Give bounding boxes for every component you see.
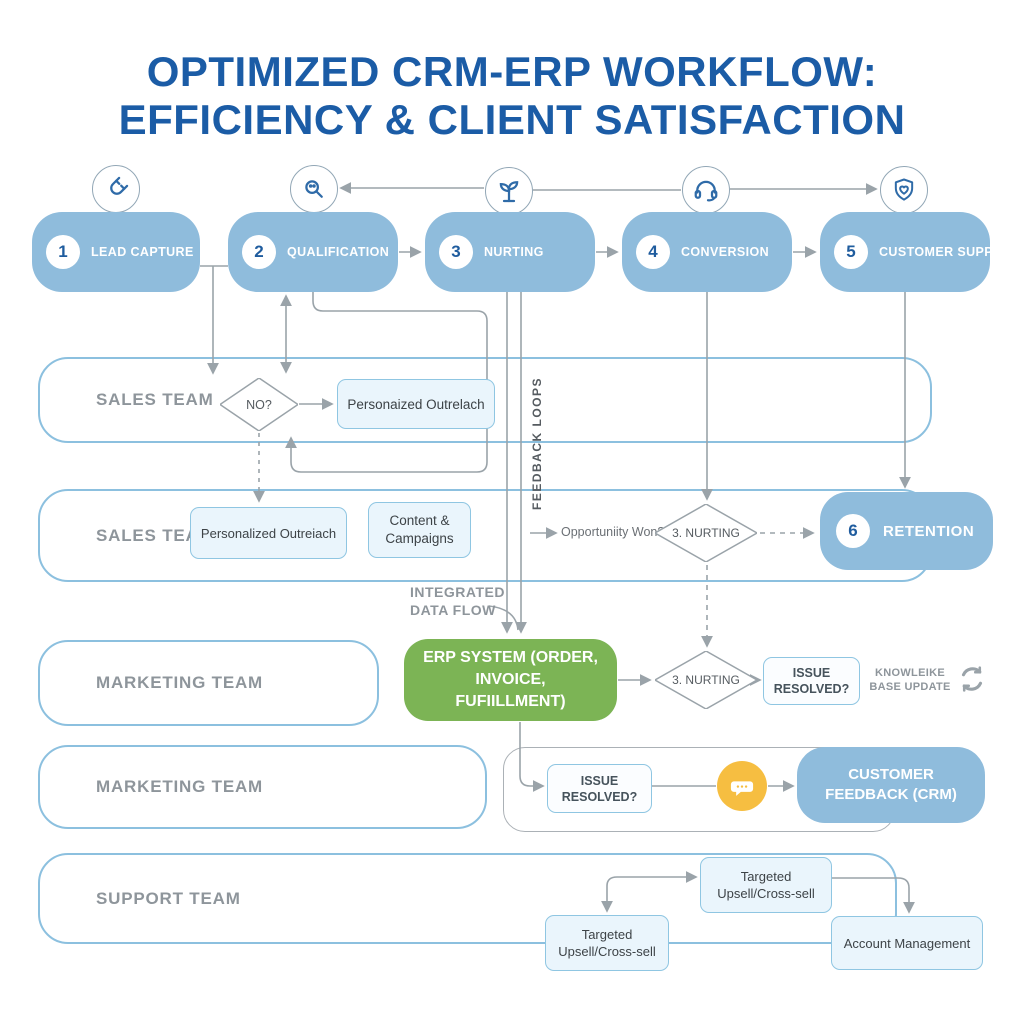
integrated-data-flow-label: INTEGRATED DATA FLOW: [410, 584, 505, 618]
refresh-icon: [955, 662, 989, 701]
stage-lead-capture: 1 LEAD CAPTURE: [32, 212, 200, 292]
stage-number: 3: [439, 235, 473, 269]
shield-heart-icon: [880, 166, 928, 214]
personalized-outreach-box-2: Personalized Outreiach: [190, 507, 347, 559]
stage-conversion: 4 CONVERSION: [622, 212, 792, 292]
targeted-upsell-box-bottom: Targeted Upsell/Cross-sell: [545, 915, 669, 971]
lane-sales-2: SALES TEAM: [38, 489, 932, 582]
node-label: Content & Campaigns: [385, 513, 454, 546]
lane-label: MARKETING TEAM: [96, 777, 264, 796]
decision-nurting-2: 3. NURTING: [655, 651, 757, 709]
content-campaigns-box: Content & Campaigns: [368, 502, 471, 558]
erp-system-box: ERP SYSTEM (ORDER, INVOICE, FUFIILLMENT): [404, 639, 617, 721]
stage-number: 5: [834, 235, 868, 269]
decision-nurting-1: 3. NURTING: [655, 504, 757, 562]
decision-label: 3. NURTING: [672, 673, 740, 687]
feedback-loops-label: FEEDBACK LOOPS: [530, 376, 544, 510]
node-label: ISSUE RESOLVED?: [773, 666, 850, 696]
stage-customer-support: 5 CUSTOMER SUPPORT: [820, 212, 1020, 292]
customer-feedback-box: CUSTOMER FEEDBACK (CRM): [797, 747, 985, 823]
stage-number: 2: [242, 235, 276, 269]
personalized-outreach-box-1: Personaized Outrelach: [337, 379, 495, 429]
lane-label: SALES TEAM: [96, 390, 214, 409]
node-label: CUSTOMER FEEDBACK (CRM): [825, 766, 957, 803]
node-label: Account Management: [843, 935, 971, 951]
magnet-icon: [92, 165, 140, 213]
stage-number: 6: [836, 514, 870, 548]
node-label: Targeted Upsell/Cross-sell: [558, 927, 656, 959]
seedling-icon: [485, 167, 533, 215]
stage-label: CONVERSION: [681, 245, 770, 259]
stage-number: 4: [636, 235, 670, 269]
node-label: Targeted Upsell/Cross-sell: [717, 869, 815, 901]
issue-resolved-box-support: ISSUE RESOLVED?: [763, 657, 860, 705]
headset-icon: [682, 166, 730, 214]
stage-label: QUALIFICATION: [287, 245, 390, 259]
targeted-upsell-box-top: Targeted Upsell/Cross-sell: [700, 857, 832, 913]
lane-marketing-2: MARKETING TEAM: [38, 745, 487, 829]
lane-label: SALES TEAM: [96, 525, 214, 545]
stage-number: 1: [46, 235, 80, 269]
stage-label: CUSTOMER SUPPORT: [879, 245, 1021, 259]
node-label: ERP SYSTEM (ORDER, INVOICE, FUFIILLMENT): [423, 649, 598, 710]
issue-resolved-box-marketing: ISSUE RESOLVED?: [547, 764, 652, 813]
chat-bubble-icon: [717, 761, 767, 811]
stage-retention: 6 RETENTION: [820, 492, 993, 570]
decision-label: NO?: [246, 397, 272, 412]
account-management-box: Account Management: [831, 916, 983, 970]
node-label: Personalized Outreiach: [200, 525, 337, 541]
lane-marketing-1: MARKETING TEAM: [38, 640, 379, 726]
stage-qualification: 2 QUALIFICATION: [228, 212, 398, 292]
knowledge-base-label: KNOWLEIKE BASE UPDATE: [869, 667, 951, 693]
title-line-1: OPTIMIZED CRM-ERP WORKFLOW:: [146, 48, 878, 95]
stage-nurting: 3 NURTING: [425, 212, 595, 292]
node-label: ISSUE RESOLVED?: [561, 773, 638, 804]
lane-label: MARKETING TEAM: [96, 673, 264, 692]
lane-label: SUPPORT TEAM: [96, 888, 241, 908]
title-line-2: EFFICIENCY & CLIENT SATISFACTION: [118, 96, 906, 143]
stage-label: RETENTION: [883, 522, 975, 540]
magnifier-icon: [290, 165, 338, 213]
stage-label: LEAD CAPTURE: [91, 245, 194, 259]
stage-label: NURTING: [484, 245, 544, 259]
opportunity-won-label: Opportuniity Won?: [561, 525, 665, 539]
page-title: OPTIMIZED CRM-ERP WORKFLOW: EFFICIENCY &…: [0, 48, 1024, 144]
node-label: Personaized Outrelach: [347, 396, 485, 412]
decision-no: NO?: [220, 378, 298, 431]
decision-label: 3. NURTING: [672, 526, 740, 540]
